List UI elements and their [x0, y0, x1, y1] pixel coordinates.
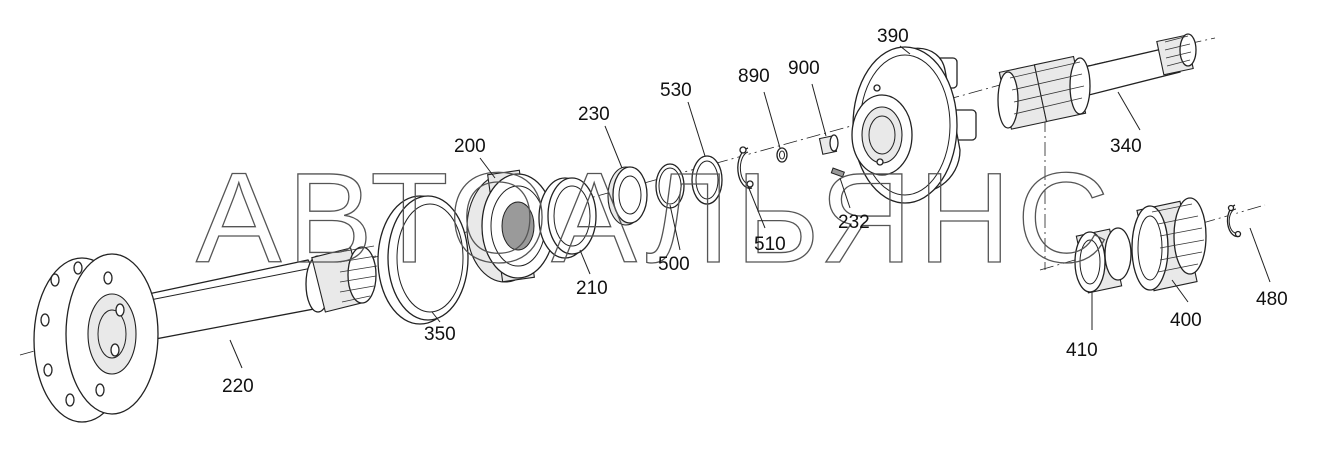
- part-220-flanged-shaft: [33, 245, 378, 423]
- ring-gear-teeth: [1151, 203, 1205, 273]
- callout-480: 480: [1256, 289, 1288, 310]
- shaft-spline-teeth: [1164, 35, 1192, 67]
- callout-200: 200: [454, 136, 486, 157]
- part-410-bearing-cup: [1074, 227, 1132, 294]
- part-200-bearing: [466, 169, 555, 283]
- leader-lines: [229, 45, 1271, 369]
- part-390-housing: [851, 46, 977, 204]
- part-900-sleeve: [818, 134, 839, 155]
- callout-230: 230: [578, 104, 610, 125]
- callout-232: 232: [838, 212, 870, 233]
- callout-510: 510: [754, 234, 786, 255]
- part-340-splined-shaft: [997, 33, 1197, 130]
- callout-400: 400: [1170, 310, 1202, 331]
- part-530-washer: [691, 155, 723, 205]
- callout-labels: 220 350 200 210 230 500 530 510 890 900 …: [222, 26, 1288, 397]
- spline-teeth: [339, 245, 378, 303]
- callout-340: 340: [1110, 136, 1142, 157]
- callout-410: 410: [1066, 340, 1098, 361]
- part-230-ring: [607, 166, 648, 226]
- watermark-text: АВТОАЛЬЯНС: [196, 147, 1115, 290]
- callout-390: 390: [877, 26, 909, 47]
- part-232-key: [830, 167, 845, 178]
- part-350-seal-ring: [377, 195, 469, 325]
- callout-210: 210: [576, 278, 608, 299]
- part-500-ring: [655, 163, 685, 209]
- callout-350: 350: [424, 324, 456, 345]
- callout-500: 500: [658, 254, 690, 275]
- callout-890: 890: [738, 66, 770, 87]
- part-510-snap-ring: [737, 146, 754, 189]
- callout-530: 530: [660, 80, 692, 101]
- callout-900: 900: [788, 58, 820, 79]
- part-400-gear-ring: [1131, 197, 1207, 292]
- part-890-small-ring: [776, 147, 788, 163]
- part-210-bearing-cup: [538, 177, 597, 259]
- gear-teeth: [1009, 61, 1085, 115]
- callout-220: 220: [222, 376, 254, 397]
- flange-bolt-holes: [40, 261, 125, 407]
- part-480-snap-ring: [1226, 204, 1242, 238]
